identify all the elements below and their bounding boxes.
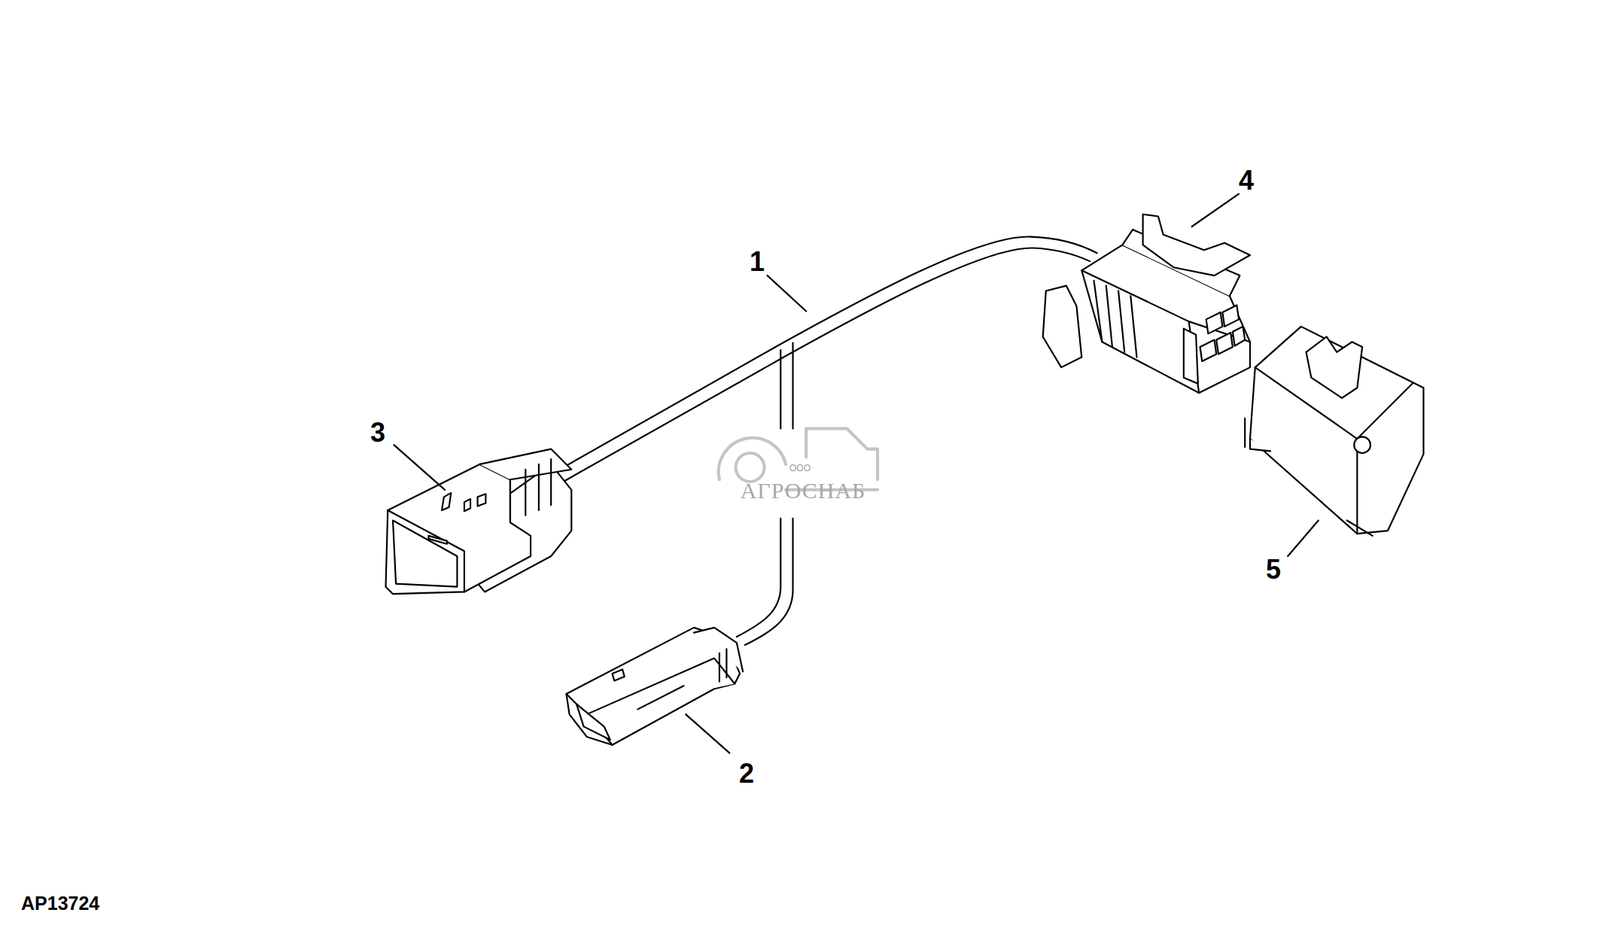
watermark: АГРОСНАБ	[740, 479, 867, 502]
watermark: ООО	[789, 463, 811, 473]
callout-number: 2	[739, 760, 755, 788]
callout-number: 3	[370, 419, 386, 447]
callout-number: 4	[1238, 167, 1254, 195]
callout-number: 1	[749, 248, 765, 276]
callout-number: 5	[1265, 556, 1281, 584]
figure-id: AP13724	[21, 894, 100, 913]
